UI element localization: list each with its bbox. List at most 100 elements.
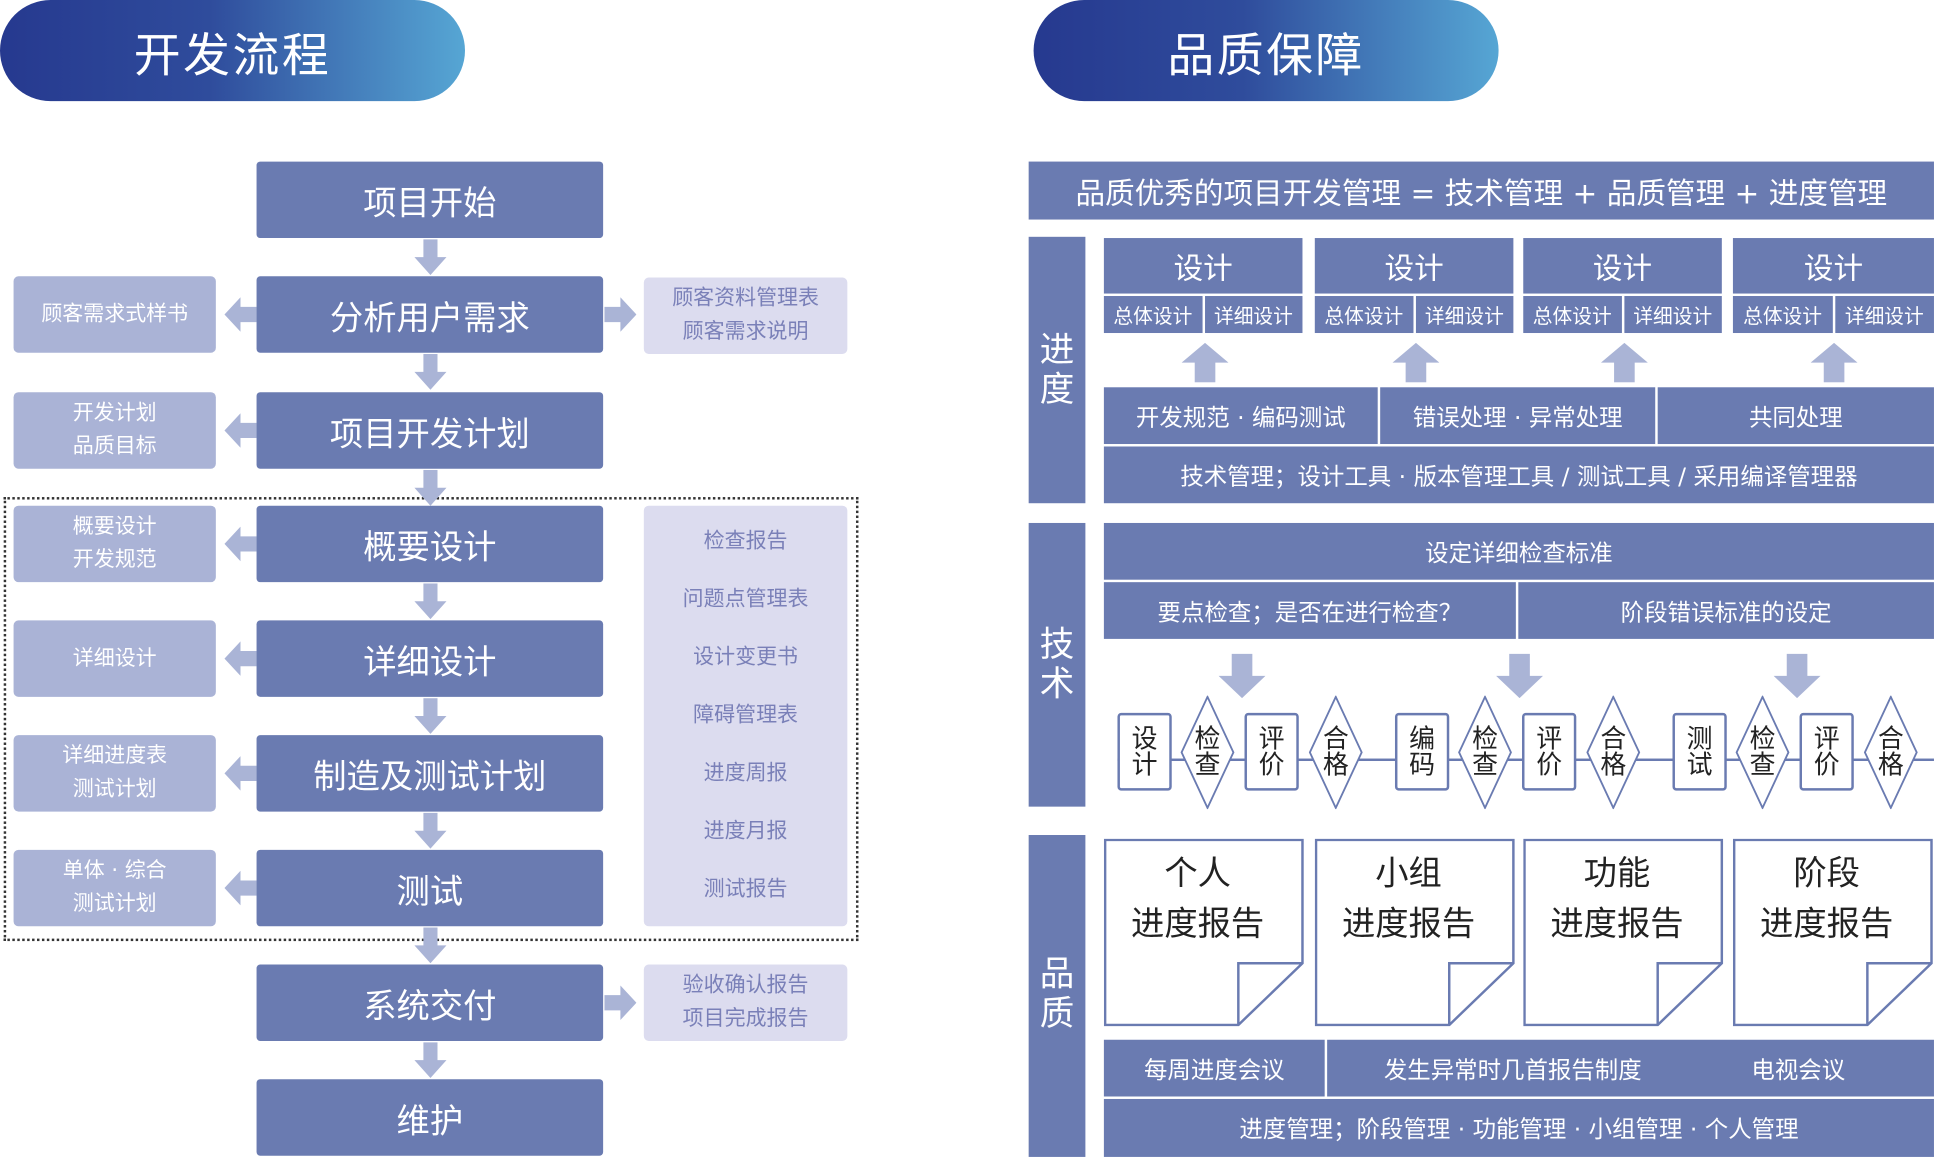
report-document-text: 阶段进度报告 <box>1733 849 1920 950</box>
report-type: 进度报告 <box>1341 905 1476 944</box>
input-doc-label: 品质目标 <box>72 434 157 459</box>
input-doc-label: 详细设计 <box>72 645 157 671</box>
quality-row2: 进度管理；阶段管理 · 功能管理 · 小组管理 · 个人管理 <box>1103 1098 1934 1157</box>
input-doc-label: 测试计划 <box>72 777 157 802</box>
design-sub-overall: 总体设计 <box>1523 296 1622 334</box>
flow-step-char: 码 <box>1409 749 1436 779</box>
design-sub-overall: 总体设计 <box>1732 296 1833 334</box>
flow-step-box: 测试 <box>1672 712 1727 791</box>
decision-diamond-icon <box>1735 695 1790 810</box>
input-doc-label: 概要设计 <box>72 514 157 539</box>
output-label: 验收确认报告 <box>682 973 809 998</box>
flow-step-box: 设计 <box>1117 712 1172 791</box>
cell-text: 错误处理 · 异常处理 <box>1412 403 1623 432</box>
output-requirements-docs: 顾客资料管理表 顾客需求说明 <box>643 277 848 354</box>
tech-row2-cell: 阶段错误标准的设定 <box>1518 582 1934 639</box>
decision-diamond-icon <box>1180 695 1235 810</box>
input-doc-box: 详细进度表测试计划 <box>13 735 216 812</box>
arrow-up-icon <box>1810 342 1858 383</box>
decision-diamond-icon <box>1863 695 1918 810</box>
flow-step-char: 设 <box>1131 723 1158 753</box>
report-document-text: 个人进度报告 <box>1104 849 1291 950</box>
design-phase-title: 设计 <box>1523 238 1722 294</box>
process-step: 概要设计 <box>256 505 604 583</box>
flow-step-box: 评价 <box>1799 712 1854 791</box>
output-label: 顾客资料管理表 <box>672 286 819 311</box>
decision-char: 检 <box>1749 724 1776 754</box>
report-scope: 阶段 <box>1793 854 1860 893</box>
flow-step-box: 评价 <box>1244 712 1299 791</box>
formula-banner: 品质优秀的项目开发管理 = 技术管理 + 品质管理 + 进度管理 <box>1028 161 1934 220</box>
flow-step-char: 评 <box>1813 723 1840 753</box>
decision-char: 合 <box>1322 724 1349 754</box>
process-step: 详细设计 <box>256 620 604 697</box>
cell-text: 技术管理；设计工具 · 版本管理工具 / 测试工具 / 采用编译管理器 <box>1180 463 1858 491</box>
decision-label: 检查 <box>1180 696 1234 809</box>
decision-char: 格 <box>1322 749 1349 780</box>
report-scope: 功能 <box>1583 854 1651 893</box>
decision-char: 检 <box>1472 724 1498 754</box>
decision-label: 合格 <box>1309 696 1363 809</box>
process-step: 维护 <box>256 1079 604 1156</box>
cell-text: 进度管理；阶段管理 · 功能管理 · 小组管理 · 个人管理 <box>1239 1116 1799 1144</box>
decision-char: 格 <box>1600 749 1627 780</box>
input-doc-label: 详细进度表 <box>62 743 168 769</box>
arrow-left-icon <box>224 413 257 448</box>
arrow-down-icon <box>1218 653 1266 699</box>
dev-process-header: 开发流程 <box>0 0 465 102</box>
cell-text: 阶段错误标准的设定 <box>1620 598 1832 626</box>
arrow-up-icon <box>1600 342 1648 383</box>
output-report-label: 设计变更书 <box>693 645 799 670</box>
quality-assurance-title: 品质保障 <box>1167 27 1365 83</box>
design-sub-overall: 总体设计 <box>1314 296 1413 334</box>
quality-row1-cell: 发生异常时几首报告制度电视会议 <box>1327 1039 1934 1097</box>
cell-text: 设定详细检查标准 <box>1425 539 1613 567</box>
flow-step-box: 评价 <box>1522 712 1577 791</box>
process-step: 制造及测试计划 <box>256 735 604 812</box>
process-step: 分析用户需求 <box>256 276 604 353</box>
report-document-icon <box>1523 838 1724 1027</box>
arrow-up-icon <box>1392 342 1440 383</box>
label-char: 质 <box>1039 992 1075 1034</box>
input-doc-label: 单体 · 综合 <box>62 858 167 884</box>
arrow-down-icon <box>1773 653 1821 699</box>
arrow-left-icon <box>224 641 257 676</box>
report-type: 进度报告 <box>1760 905 1894 944</box>
label-char: 术 <box>1039 663 1075 705</box>
decision-label: 合格 <box>1586 696 1640 809</box>
decision-char: 查 <box>1749 749 1776 780</box>
progress-row1-cell: 共同处理 <box>1657 387 1934 445</box>
decision-char: 合 <box>1877 724 1904 754</box>
output-report-label: 检查报告 <box>703 529 788 554</box>
cell-text: 每周进度会议 <box>1143 1056 1285 1084</box>
output-report-label: 问题点管理表 <box>682 587 809 612</box>
design-sub-detail: 详细设计 <box>1415 296 1514 334</box>
output-delivery-docs: 验收确认报告 项目完成报告 <box>643 964 848 1041</box>
process-step: 系统交付 <box>256 964 604 1041</box>
arrow-up-icon <box>1181 342 1229 383</box>
report-type: 进度报告 <box>1131 905 1265 944</box>
flow-step-char: 评 <box>1536 723 1563 753</box>
flow-step-box: 编码 <box>1394 712 1450 791</box>
input-doc-box: 开发计划品质目标 <box>13 392 216 469</box>
output-report-label: 障碍管理表 <box>693 703 799 728</box>
arrow-down-icon <box>414 353 447 390</box>
tech-row2-cell: 要点检查；是否在进行检查？ <box>1103 582 1516 639</box>
input-doc-label: 顾客需求式样书 <box>41 301 189 327</box>
arrow-down-icon <box>414 469 447 506</box>
process-step: 项目开始 <box>256 161 604 239</box>
arrow-down-icon <box>414 583 447 620</box>
quality-row1-cell: 每周进度会议 <box>1103 1039 1325 1097</box>
decision-char: 查 <box>1194 749 1221 780</box>
flow-step-char: 计 <box>1131 749 1158 779</box>
cell-text: 发生异常时几首报告制度 <box>1383 1056 1642 1084</box>
arrow-down-icon <box>414 698 447 734</box>
design-sub-detail: 详细设计 <box>1204 296 1303 334</box>
formula-text: 品质优秀的项目开发管理 = 技术管理 + 品质管理 + 进度管理 <box>1075 176 1888 211</box>
input-doc-box: 单体 · 综合测试计划 <box>13 849 216 927</box>
report-document-icon <box>1103 838 1304 1027</box>
label-char: 技 <box>1039 624 1075 665</box>
output-reports-list: 检查报告问题点管理表设计变更书障碍管理表进度周报进度月报测试报告 <box>643 505 848 927</box>
flow-step-char: 试 <box>1686 749 1713 779</box>
